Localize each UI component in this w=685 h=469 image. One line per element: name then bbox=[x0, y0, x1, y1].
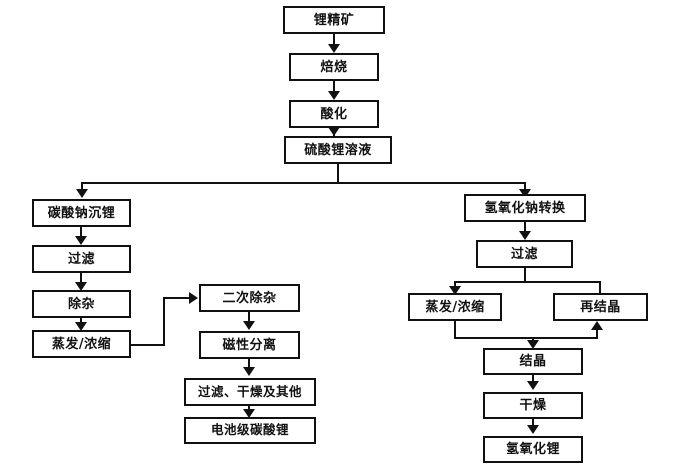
edge-drying-to-hydroxide-line bbox=[532, 419, 534, 428]
edge-precipitation-to-filtration-line bbox=[80, 227, 82, 239]
edge-conversion-to-filtration-arrow bbox=[519, 231, 531, 240]
node-impurity-removal: 除杂 bbox=[32, 290, 131, 318]
edge-bus-to-crystallization-arrow bbox=[527, 340, 539, 349]
edge-magnetic-to-filtration-drying-arrow bbox=[243, 367, 255, 376]
node-roasting: 焙烧 bbox=[289, 53, 379, 81]
node-drying: 干燥 bbox=[483, 392, 583, 419]
edge-drying-to-hydroxide-arrow bbox=[527, 425, 539, 434]
edge-solution-split-stem bbox=[337, 164, 339, 183]
edge-precipitation-to-filtration-arrow bbox=[75, 236, 87, 245]
edge-evaporation-to-secondary-arrow bbox=[189, 292, 198, 304]
node-secondary-impurity-removal: 二次除杂 bbox=[199, 284, 300, 312]
edge-filtration-to-impurity-arrow bbox=[75, 282, 87, 291]
node-magnetic-separation: 磁性分离 bbox=[199, 331, 300, 359]
edge-evaporation-right-stem bbox=[454, 321, 456, 338]
edge-roasting-to-acidification-arrow bbox=[328, 91, 340, 100]
edge-bus-to-recrystallization-up-arrow bbox=[591, 321, 603, 330]
node-filtration-drying-other: 过滤、干燥及其他 bbox=[184, 378, 316, 406]
edge-solution-to-right-branch-arrow bbox=[519, 189, 531, 198]
edge-solution-to-right-branch-line bbox=[524, 182, 526, 192]
node-recrystallization: 再结晶 bbox=[553, 293, 648, 321]
edge-bus-to-recrystallization-up-line bbox=[596, 326, 598, 338]
node-lithium-concentrate: 锂精矿 bbox=[283, 6, 385, 34]
node-evaporation-concentration-left: 蒸发/浓缩 bbox=[32, 330, 131, 358]
node-evaporation-concentration-right: 蒸发/浓缩 bbox=[408, 293, 502, 321]
edge-evaporation-to-secondary-v bbox=[163, 297, 165, 344]
edge-acidification-to-solution-arrow bbox=[328, 127, 340, 136]
edge-concentrate-to-roasting-arrow bbox=[328, 44, 340, 53]
node-sodium-carbonate-precipitation: 碳酸钠沉锂 bbox=[32, 199, 131, 227]
edge-solution-to-left-branch-arrow bbox=[76, 189, 88, 198]
node-lithium-hydroxide: 氢氧化锂 bbox=[483, 436, 583, 463]
edge-crystallization-to-drying-arrow bbox=[527, 381, 539, 390]
edge-crystallization-to-drying-line bbox=[532, 375, 534, 384]
edge-evaporation-to-secondary-h1 bbox=[131, 344, 165, 346]
node-sodium-hydroxide-conversion: 氢氧化钠转换 bbox=[464, 194, 586, 222]
edge-filtration-right-split-bus bbox=[454, 281, 600, 283]
edge-roasting-to-acidification-line bbox=[333, 81, 335, 94]
edge-concentrate-to-roasting-line bbox=[333, 34, 335, 47]
node-filtration-left: 过滤 bbox=[32, 245, 131, 273]
edge-solution-to-left-branch-line bbox=[81, 182, 83, 192]
edge-filtration-drying-to-product-arrow bbox=[243, 409, 255, 418]
edge-to-recrystallization-line bbox=[599, 281, 601, 294]
node-lithium-sulfate-solution: 硫酸锂溶液 bbox=[284, 136, 392, 164]
edge-filtration-right-split-stem bbox=[524, 268, 526, 282]
edge-secondary-to-magnetic-line bbox=[248, 312, 250, 323]
edge-solution-split-bus bbox=[81, 182, 524, 184]
edge-evaporation-to-secondary-h2 bbox=[163, 297, 190, 299]
edge-filtration-to-impurity-line bbox=[80, 273, 82, 285]
edge-magnetic-to-filtration-drying-line bbox=[248, 359, 250, 370]
edge-secondary-to-magnetic-arrow bbox=[243, 321, 255, 330]
edge-to-evaporation-right-line bbox=[454, 281, 456, 289]
edge-impurity-to-evaporation-arrow bbox=[75, 322, 87, 331]
node-crystallization: 结晶 bbox=[483, 348, 583, 375]
node-acidification: 酸化 bbox=[289, 100, 379, 128]
edge-conversion-to-filtration-line bbox=[524, 222, 526, 233]
node-battery-grade-lithium-carbonate: 电池级碳酸锂 bbox=[184, 417, 316, 444]
edge-evaporation-right-bus bbox=[454, 337, 598, 339]
node-filtration-right: 过滤 bbox=[476, 240, 573, 268]
edge-to-evaporation-right-arrow bbox=[449, 286, 461, 295]
